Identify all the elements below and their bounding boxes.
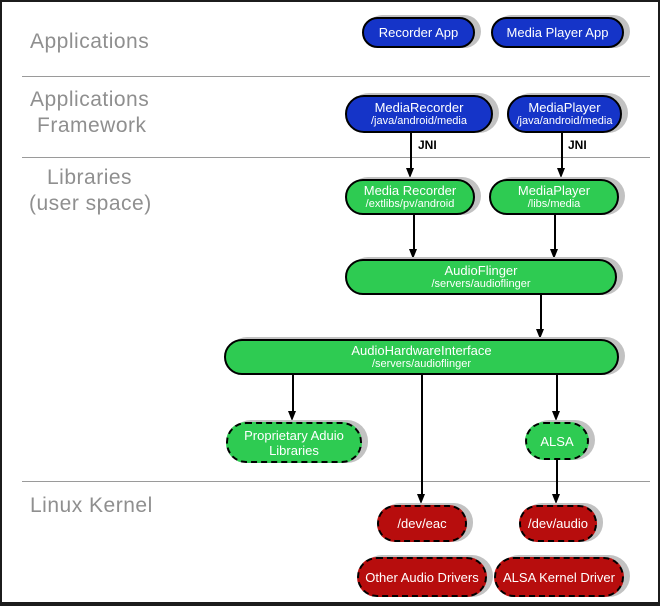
node-audiohardwareinterface: AudioHardwareInterface /servers/audiofli…	[224, 339, 619, 375]
edge-mediaplayer-jni-arrowhead	[557, 168, 565, 178]
node-dev-eac-title: /dev/eac	[397, 516, 447, 531]
node-media-player-app: Media Player App	[491, 17, 624, 48]
layer-label-linux-kernel-text: Linux Kernel	[30, 494, 153, 517]
node-mediaplayer-framework: MediaPlayer /java/android/media	[507, 95, 622, 133]
jni-label-right: JNI	[568, 138, 587, 152]
divider-libraries-kernel	[22, 481, 650, 482]
node-mediaplayer-lib-path: /libs/media	[527, 198, 581, 210]
layer-label-libraries-line1: Libraries	[47, 166, 133, 189]
node-dev-eac: /dev/eac	[377, 505, 467, 542]
node-mediaplayer-lib-title: MediaPlayer	[517, 183, 591, 198]
edge-audioflinger-ahi-arrowhead	[536, 329, 544, 339]
node-mediaplayer-framework-title: MediaPlayer	[528, 100, 601, 115]
edge-ahi-proprietary-line	[292, 375, 294, 413]
node-alsa-kernel-driver-title: ALSA Kernel Driver	[503, 569, 615, 585]
edge-ahi-alsa-line	[556, 375, 558, 413]
edge-ahi-deveac-arrowhead	[417, 494, 425, 504]
node-dev-audio: /dev/audio	[519, 505, 597, 542]
node-proprietary-audio-libraries-line1: Proprietary Aduio	[244, 427, 344, 443]
node-recorder-app: Recorder App	[362, 17, 475, 48]
edge-mediaplayerlib-audioflinger-arrowhead	[550, 249, 558, 259]
edge-mediarecorderlib-audioflinger-line	[413, 215, 415, 251]
node-dev-audio-title: /dev/audio	[528, 516, 588, 531]
edge-alsa-devaudio-arrowhead	[552, 494, 560, 504]
node-alsa: ALSA	[525, 422, 589, 460]
edge-ahi-alsa-arrowhead	[552, 411, 560, 421]
node-mediarecorder-framework-title: MediaRecorder	[374, 100, 464, 115]
node-other-audio-drivers: Other Audio Drivers	[357, 557, 487, 597]
node-proprietary-audio-libraries-line2: Libraries	[269, 442, 319, 458]
node-alsa-kernel-driver: ALSA Kernel Driver	[494, 557, 624, 597]
node-audioflinger-title: AudioFlinger	[444, 263, 518, 278]
layer-label-applications-text: Applications	[30, 30, 150, 53]
edge-mediarecorderlib-audioflinger-arrowhead	[409, 249, 417, 259]
divider-framework-libraries	[22, 157, 650, 158]
divider-applications-framework	[22, 76, 650, 77]
node-media-recorder-lib: Media Recorder /extlibs/pv/android	[345, 179, 475, 215]
node-media-recorder-lib-path: /extlibs/pv/android	[365, 198, 455, 210]
node-mediarecorder-framework: MediaRecorder /java/android/media	[345, 95, 493, 133]
layer-label-framework-line1: Applications	[30, 88, 150, 111]
edge-ahi-deveac-line	[421, 375, 423, 496]
node-audiohardwareinterface-title: AudioHardwareInterface	[351, 343, 492, 358]
layer-label-applications: Applications	[30, 29, 149, 55]
layer-label-libraries: Libraries (user space)	[29, 165, 152, 217]
layer-label-framework-line2: Framework	[37, 114, 147, 137]
edge-mediarecorder-jni-line	[410, 133, 412, 170]
node-proprietary-audio-libraries: Proprietary Aduio Libraries	[226, 422, 362, 463]
node-mediarecorder-framework-path: /java/android/media	[370, 115, 467, 127]
node-media-recorder-lib-title: Media Recorder	[363, 183, 457, 198]
layer-label-libraries-line2: (user space)	[29, 192, 152, 215]
edge-mediaplayerlib-audioflinger-line	[554, 215, 556, 251]
node-audioflinger: AudioFlinger /servers/audioflinger	[345, 259, 617, 295]
node-audiohardwareinterface-path: /servers/audioflinger	[371, 358, 472, 370]
layer-label-linux-kernel: Linux Kernel	[30, 493, 153, 519]
edge-audioflinger-ahi-line	[540, 295, 542, 331]
node-audioflinger-path: /servers/audioflinger	[431, 278, 531, 290]
edge-ahi-proprietary-arrowhead	[288, 411, 296, 421]
layer-label-applications-framework: Applications Framework	[30, 87, 149, 139]
jni-label-left: JNI	[418, 138, 437, 152]
node-media-player-app-title: Media Player App	[506, 25, 609, 40]
edge-mediaplayer-jni-line	[561, 133, 563, 170]
edge-alsa-devaudio-line	[556, 460, 558, 496]
node-mediaplayer-framework-path: /java/android/media	[516, 115, 613, 127]
node-other-audio-drivers-title: Other Audio Drivers	[365, 569, 479, 585]
node-mediaplayer-lib: MediaPlayer /libs/media	[489, 179, 619, 215]
edge-mediarecorder-jni-arrowhead	[406, 168, 414, 178]
node-alsa-title: ALSA	[540, 433, 574, 449]
node-recorder-app-title: Recorder App	[378, 25, 459, 40]
